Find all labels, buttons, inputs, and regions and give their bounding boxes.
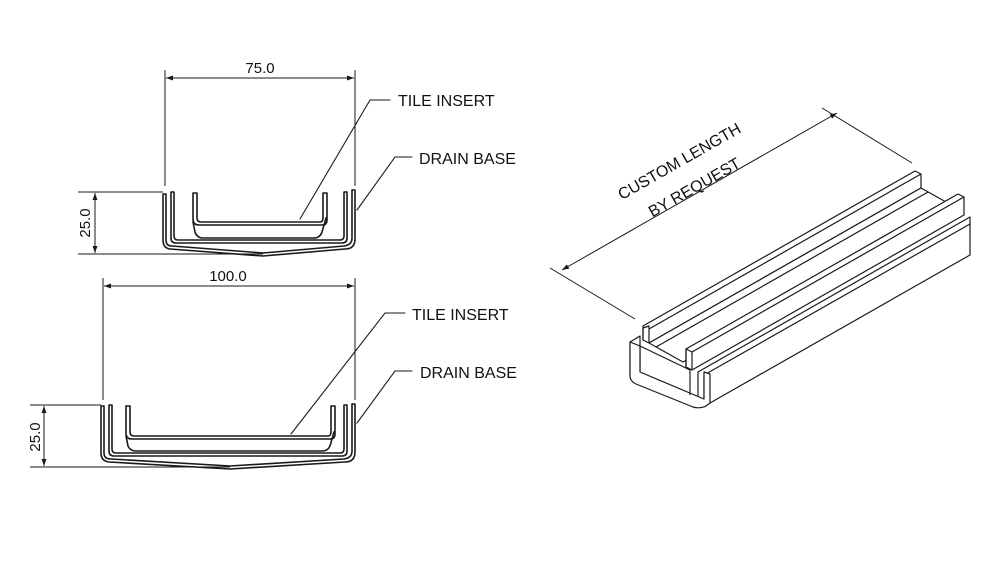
upper-height-dimension: 25.0 <box>77 208 94 237</box>
lower-height-dimension: 25.0 <box>27 422 44 451</box>
upper-insert-leader <box>300 100 390 219</box>
upper-drain-base-label: DRAIN BASE <box>419 151 516 168</box>
upper-tile-insert-label: TILE INSERT <box>398 93 495 110</box>
upper-base-leader <box>357 157 412 210</box>
lower-section-profile: 100.0 25.0 TILE INSERT DRAIN BASE <box>27 268 517 469</box>
lower-tile-insert-label: TILE INSERT <box>412 307 509 324</box>
lower-drain-base-label: DRAIN BASE <box>420 365 517 382</box>
upper-section-profile: 75.0 25.0 TILE INSERT DRAIN BASE <box>77 60 516 256</box>
lower-width-dimension: 100.0 <box>209 268 247 285</box>
upper-width-dimension: 75.0 <box>245 60 274 77</box>
isometric-drain-view: CUSTOM LENGTH BY REQUEST <box>550 108 970 408</box>
lower-base-leader <box>357 371 412 423</box>
lower-insert-leader <box>291 313 405 434</box>
lower-tile-insert <box>109 405 347 456</box>
